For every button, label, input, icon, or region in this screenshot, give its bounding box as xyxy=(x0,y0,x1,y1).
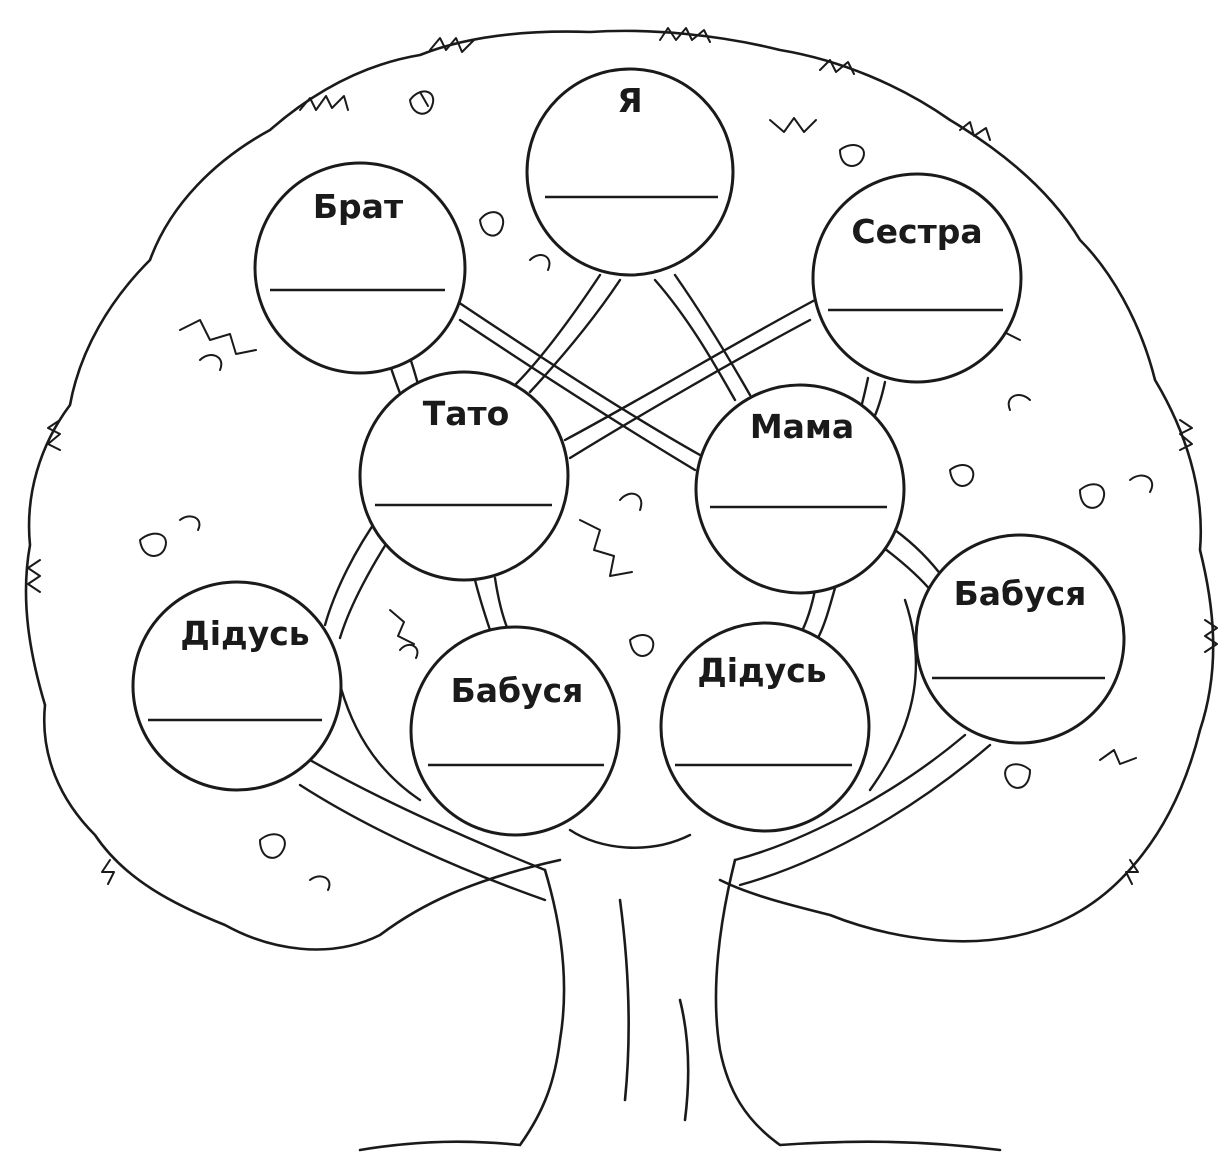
node-label-maternal-grandfather: Дідусь xyxy=(697,651,826,690)
leaf-cluster-11 xyxy=(260,834,329,890)
trunk xyxy=(360,860,1000,1150)
node-brother: Брат xyxy=(255,163,465,373)
node-father: Тато xyxy=(360,372,568,580)
node-label-mother: Мама xyxy=(750,407,854,446)
leaf-cluster-2 xyxy=(840,145,864,166)
node-label-me: Я xyxy=(617,81,642,120)
leaf-cluster-8 xyxy=(390,610,417,658)
node-maternal-grandmother: Бабуся xyxy=(916,535,1124,743)
leaf-cluster-5 xyxy=(140,516,199,556)
node-label-brother: Брат xyxy=(313,187,403,226)
node-me: Я xyxy=(527,69,733,275)
leaf-cluster-14 xyxy=(770,118,816,132)
node-label-father: Тато xyxy=(423,394,510,433)
node-label-sister: Сестра xyxy=(851,212,982,251)
node-label-maternal-grandmother: Бабуся xyxy=(954,574,1087,613)
node-mother: Мама xyxy=(696,385,904,593)
leaf-cluster-9 xyxy=(950,465,973,486)
leaf-cluster-1 xyxy=(410,91,433,113)
node-paternal-grandmother: Бабуся xyxy=(411,627,619,835)
leaf-cluster-3 xyxy=(180,320,256,370)
leaf-cluster-6 xyxy=(580,494,641,576)
leaf-cluster-7 xyxy=(630,635,653,656)
node-label-paternal-grandmother: Бабуся xyxy=(451,671,584,710)
node-sister: Сестра xyxy=(813,174,1021,382)
leaf-cluster-12 xyxy=(1005,750,1136,788)
leaf-cluster-10 xyxy=(1080,476,1152,508)
node-label-paternal-grandfather: Дідусь xyxy=(180,614,309,653)
node-maternal-grandfather: Дідусь xyxy=(661,623,869,831)
node-paternal-grandfather: Дідусь xyxy=(133,582,341,790)
